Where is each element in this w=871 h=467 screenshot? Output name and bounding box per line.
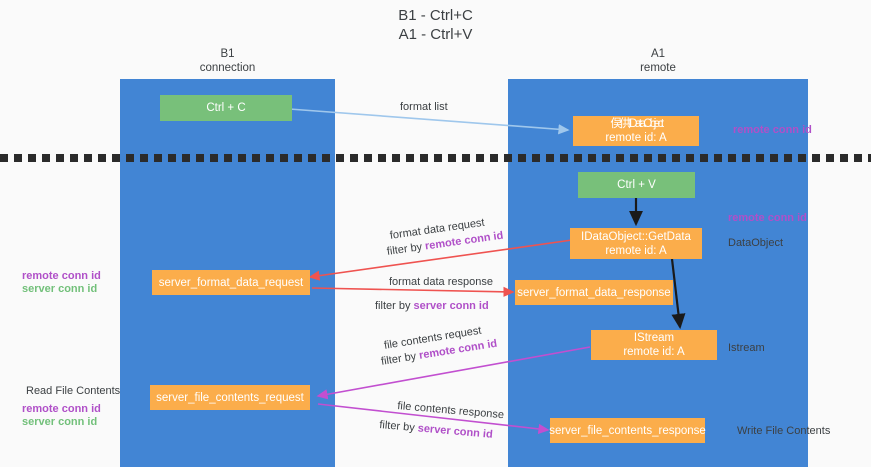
edge-format-data-request bbox=[308, 239, 573, 281]
annotation-read-file-contents: Read File Contents bbox=[26, 385, 121, 397]
edge-format-data-response bbox=[311, 286, 515, 297]
column-header-b1-name: B1 bbox=[220, 48, 235, 60]
edge-label-format-list: format list bbox=[400, 101, 448, 113]
filter-prefix-file-response: filter by bbox=[378, 418, 419, 435]
node-getdata-line1: IDataObject::GetData bbox=[581, 230, 691, 243]
node-idataobject-line2: remote id: A bbox=[605, 132, 667, 144]
node-idataobject[interactable]: 俣供IDataObject remote id: A bbox=[573, 116, 699, 146]
node-ctrl-v-label: Ctrl + V bbox=[617, 179, 656, 191]
annotation-left-remote-conn-id-bottom: remote conn id bbox=[22, 403, 101, 415]
node-istream[interactable]: IStream remote id: A bbox=[591, 330, 717, 360]
edge-getdata-istream bbox=[670, 258, 686, 330]
node-server-format-data-response[interactable]: server_format_data_response bbox=[515, 280, 673, 305]
node-server-format-data-response-label: server_format_data_response bbox=[517, 286, 671, 299]
annotation-left-remote-conn-id-mid: remote conn id bbox=[22, 270, 101, 282]
node-istream-line2: remote id: A bbox=[623, 346, 685, 358]
filter-key-format-response: server conn id bbox=[413, 300, 489, 312]
node-ctrl-v[interactable]: Ctrl + V bbox=[578, 172, 695, 198]
annotation-remote-conn-id-mid: remote conn id bbox=[728, 212, 807, 224]
filter-prefix-format-response: filter by bbox=[375, 300, 414, 312]
edge-label-format-data-response: format data response bbox=[389, 276, 493, 288]
column-header-b1-role: connection bbox=[199, 62, 256, 74]
edge-format-list bbox=[275, 107, 570, 135]
node-idataobject-line1: 俣供IDataObject bbox=[610, 118, 664, 130]
phase-separator bbox=[0, 154, 871, 162]
edge-file-contents-request bbox=[316, 346, 591, 400]
column-header-a1-role: remote bbox=[640, 62, 676, 74]
node-server-format-data-request-label: server_format_data_request bbox=[158, 276, 304, 289]
title-line-1: B1 - Ctrl+C bbox=[398, 7, 473, 24]
annotation-istream: Istream bbox=[728, 342, 765, 354]
node-server-file-contents-response[interactable]: server_file_contents_response bbox=[549, 418, 706, 443]
column-header-a1: A1 remote bbox=[508, 47, 808, 75]
node-server-file-contents-request[interactable]: server_file_contents_request bbox=[150, 385, 310, 410]
node-ctrl-c[interactable]: Ctrl + C bbox=[160, 95, 292, 121]
column-header-b1: B1 connection bbox=[120, 47, 335, 75]
annotation-remote-conn-id-top: remote conn id bbox=[733, 124, 812, 136]
annotation-left-server-conn-id-bottom: server conn id bbox=[22, 416, 98, 428]
node-istream-line1: IStream bbox=[633, 332, 675, 344]
node-ctrl-c-label: Ctrl + C bbox=[206, 102, 246, 114]
column-header-a1-name: A1 bbox=[650, 48, 666, 60]
node-getdata-line2: remote id: A bbox=[605, 244, 667, 257]
annotation-left-server-conn-id-mid: server conn id bbox=[22, 283, 98, 295]
node-server-file-contents-request-label: server_file_contents_request bbox=[156, 391, 304, 404]
title-line-2: A1 - Ctrl+V bbox=[398, 26, 473, 43]
node-idataobject-getdata[interactable]: IDataObject::GetData remote id: A bbox=[570, 228, 702, 259]
node-server-format-data-request[interactable]: server_format_data_request bbox=[152, 270, 310, 295]
node-server-file-contents-response-label: server_file_contents_response bbox=[549, 424, 706, 437]
edge-file-contents-response bbox=[317, 403, 550, 435]
annotation-dataobject: DataObject bbox=[728, 237, 784, 249]
edge-label-format-data-response-filter: filter by server conn id bbox=[375, 299, 489, 313]
diagram-title: B1 - Ctrl+C A1 - Ctrl+V bbox=[0, 6, 871, 44]
annotation-write-file-contents: Write File Contents bbox=[737, 425, 831, 437]
